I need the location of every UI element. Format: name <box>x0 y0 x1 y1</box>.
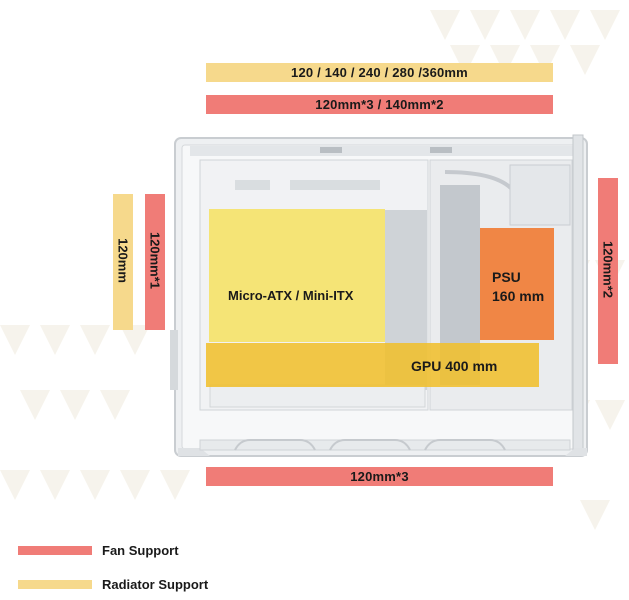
legend-radiator-text: Radiator Support <box>102 577 209 592</box>
psu-length: 160 mm <box>492 288 545 304</box>
bottom-fan-bar: 120mm*3 <box>206 467 553 486</box>
rear-fan-bar <box>598 178 618 364</box>
front-radiator-bar <box>113 194 133 330</box>
front-fan-bar <box>145 194 165 330</box>
psu-title: PSU <box>492 269 521 285</box>
motherboard-zone <box>209 209 385 342</box>
legend-radiator: Radiator Support <box>18 577 208 592</box>
gpu-label: GPU 400 mm <box>411 358 498 374</box>
legend-fan: Fan Support <box>18 543 179 558</box>
top-fan-label: 120mm*3 / 140mm*2 <box>315 97 444 112</box>
top-radiator-bar: 120 / 140 / 240 / 280 /360mm <box>206 63 553 82</box>
motherboard-label: Micro-ATX / Mini-ITX <box>228 288 354 303</box>
front-radiator-label: 120mm <box>115 238 131 283</box>
front-fan-label: 120mm*1 <box>147 231 163 290</box>
legend-fan-swatch <box>18 546 92 555</box>
legend-radiator-swatch <box>18 580 92 589</box>
legend-fan-text: Fan Support <box>102 543 179 558</box>
bottom-fan-label: 120mm*3 <box>350 469 409 484</box>
top-radiator-label: 120 / 140 / 240 / 280 /360mm <box>291 65 468 80</box>
gpu-zone <box>206 343 539 387</box>
top-fan-bar: 120mm*3 / 140mm*2 <box>206 95 553 114</box>
rear-fan-label: 120mm*2 <box>600 240 616 299</box>
psu-zone <box>480 228 554 340</box>
